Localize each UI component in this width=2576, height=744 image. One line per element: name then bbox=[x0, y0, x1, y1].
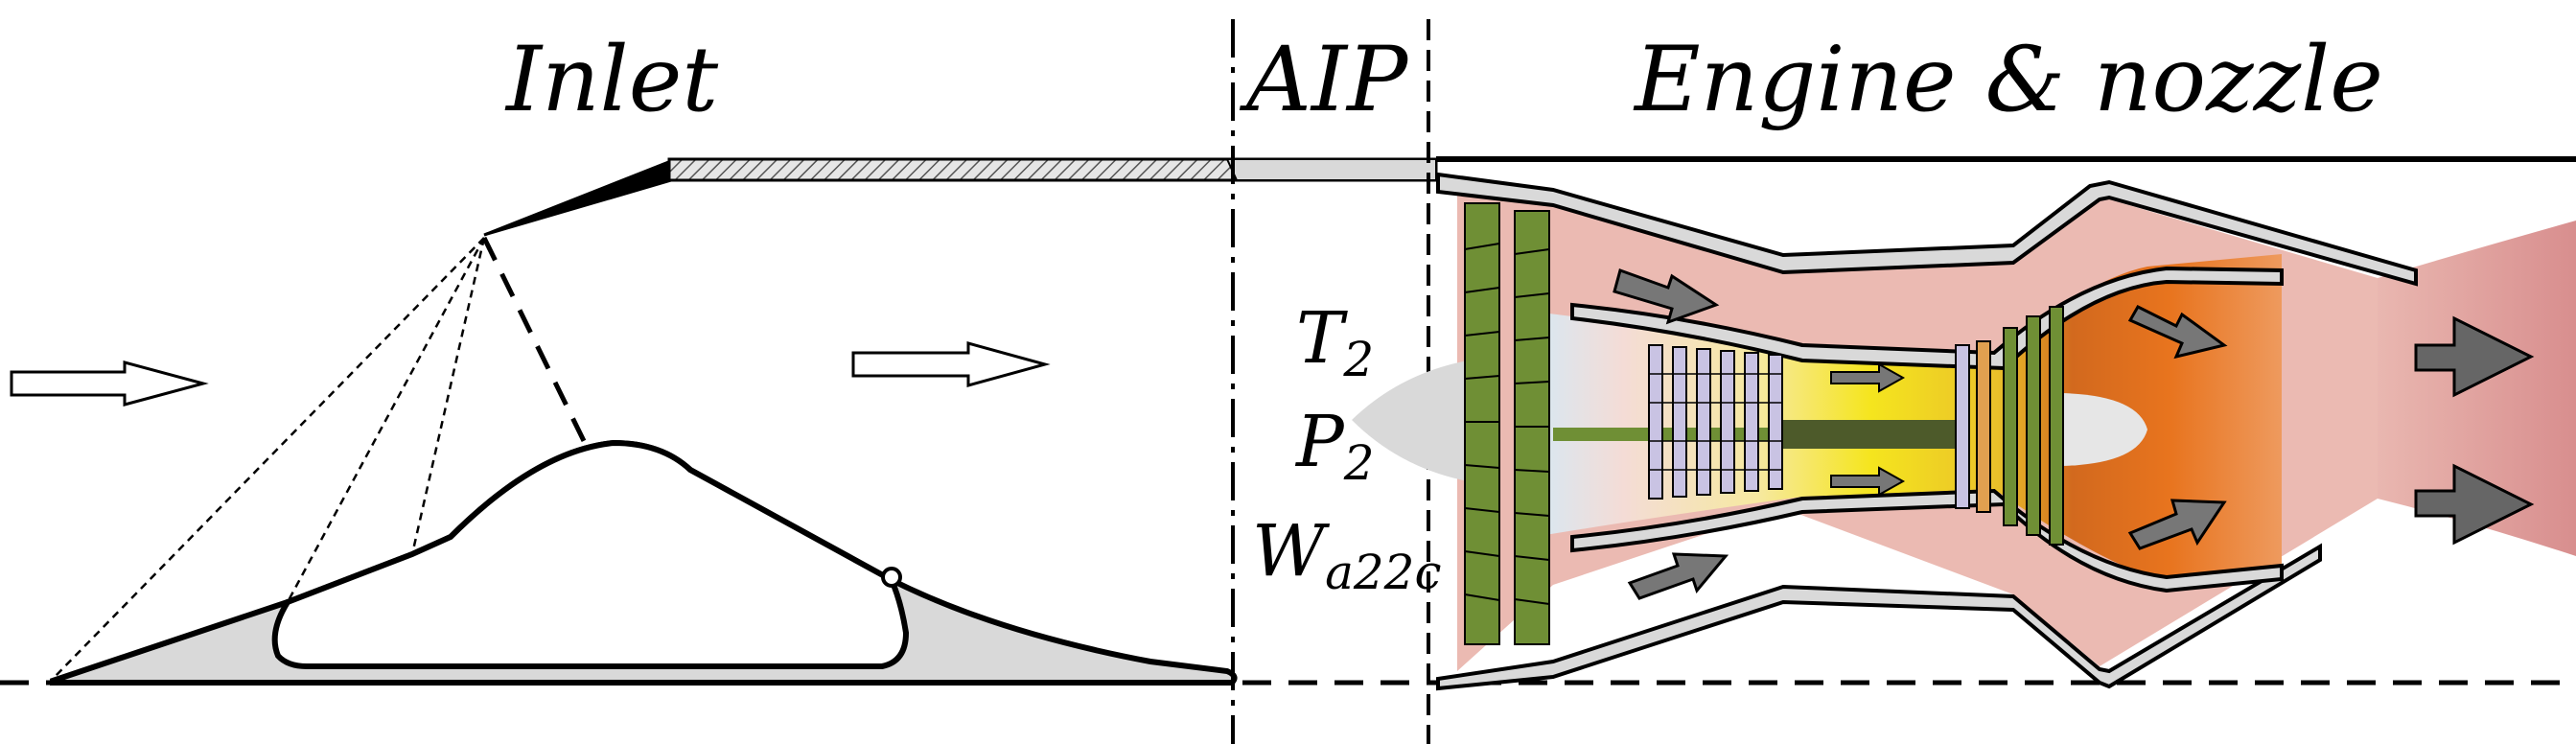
core-shaft bbox=[1783, 420, 1956, 449]
tail-cone bbox=[2061, 393, 2147, 466]
outer-casing-bottom bbox=[1436, 543, 2322, 691]
splitter-bottom bbox=[1570, 488, 2284, 593]
compressor-stages bbox=[1648, 344, 1783, 500]
shock-waves bbox=[52, 236, 590, 680]
inlet-flow-arrow bbox=[851, 341, 1051, 387]
core-flow-arrows bbox=[1830, 362, 1906, 497]
cowl-taper bbox=[1225, 158, 1437, 181]
wa22c-label: Wa22c bbox=[1252, 510, 1442, 600]
exhaust-flow-arrows bbox=[2414, 315, 2535, 546]
turbine-stages bbox=[1955, 306, 2064, 546]
boundary-layer-bleed bbox=[271, 439, 910, 669]
hinge-point bbox=[881, 567, 902, 588]
inlet-title: Inlet bbox=[504, 28, 718, 132]
engine-section bbox=[1352, 172, 2576, 691]
aip-title: AIP bbox=[1239, 28, 1409, 132]
exhaust-plume bbox=[2378, 221, 2576, 556]
p2-label: P2 bbox=[1294, 401, 1375, 491]
engine-nozzle-title: Engine & nozzle bbox=[1633, 28, 2383, 132]
spinner-cone bbox=[1352, 357, 1496, 485]
cowl-lip bbox=[483, 158, 673, 237]
splitter-top bbox=[1570, 266, 2284, 371]
fan-stage bbox=[1464, 202, 1550, 645]
outer-casing-top bbox=[1436, 172, 2418, 287]
freestream-flow-arrow bbox=[10, 360, 209, 407]
t2-label: T2 bbox=[1296, 297, 1374, 387]
bypass-flow-arrows bbox=[1613, 268, 2228, 600]
aip-variables: T2 P2 Wa22c bbox=[1252, 297, 1442, 600]
inlet-section bbox=[0, 156, 2576, 686]
